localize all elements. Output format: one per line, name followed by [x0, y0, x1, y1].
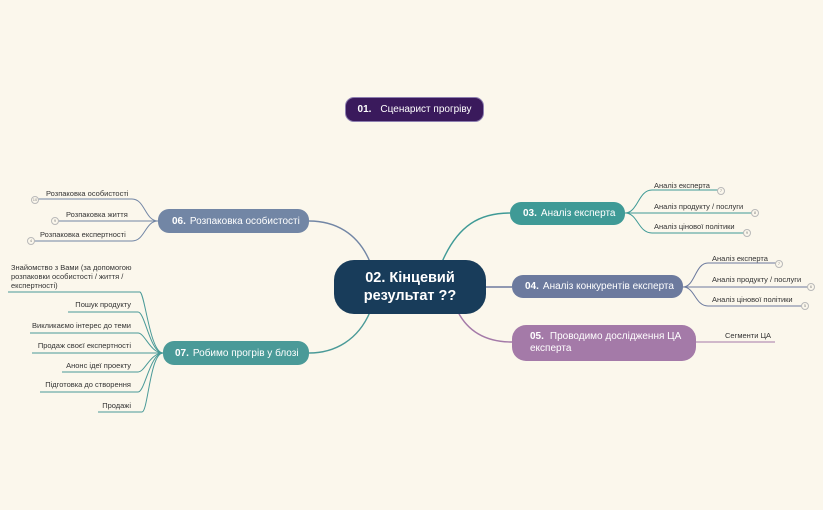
connector-07-g: [98, 352, 164, 413]
leaf-06-expertise-badge: 4: [27, 237, 35, 245]
leaf-05-segments[interactable]: Сегменти ЦА: [725, 331, 772, 340]
node-01-scenario[interactable]: 01. Сценарист прогріву: [345, 97, 484, 122]
connector-06-c: [32, 220, 159, 242]
node-03-label: Аналіз експерта: [540, 208, 616, 219]
leaf-04-expert[interactable]: Аналіз експерта: [712, 254, 768, 263]
leaf-03-product-badge: 8: [751, 209, 759, 217]
leaf-04-pricing-badge: 5: [801, 302, 809, 310]
connector-04-c: [682, 286, 804, 307]
leaf-04-product-badge: 6: [807, 283, 815, 291]
node-05-number: 05.: [530, 331, 544, 342]
leaf-07-intro[interactable]: Знайомство з Вами (за допомогою розпаков…: [11, 263, 132, 290]
leaf-06-personality-badge: 10: [31, 196, 39, 204]
node-07-number: 07.: [175, 347, 189, 359]
leaf-03-product[interactable]: Аналіз продукту / послуги: [654, 202, 744, 211]
connector-center-07: [308, 311, 371, 354]
node-07-blog-warmup[interactable]: 07. Робимо прогрів у блозі: [163, 341, 309, 365]
leaf-03-expert-badge: 7: [717, 187, 725, 195]
connector-center-05: [457, 311, 513, 343]
node-06-personality-unpacking[interactable]: 06. Розпаковка особистості: [158, 209, 309, 233]
central-topic-label: 02. Кінцевий результат ??: [363, 270, 457, 304]
node-04-number: 04.: [525, 281, 539, 292]
node-04-competitor-analysis[interactable]: 04. Аналіз конкурентів експерта: [512, 275, 683, 298]
leaf-07-sales[interactable]: Продажі: [102, 401, 131, 410]
node-04-label: Аналіз конкурентів експерта: [542, 281, 674, 292]
node-05-text: 05.Проводимо дослідження ЦА експерта: [530, 331, 696, 355]
connector-03-a: [624, 189, 722, 214]
connector-06-a: [36, 198, 159, 222]
leaf-03-pricing-badge: 9: [743, 229, 751, 237]
node-03-number: 03.: [523, 208, 537, 219]
connector-03-c: [624, 212, 745, 234]
leaf-07-interest[interactable]: Викликаємо інтерес до теми: [32, 321, 131, 330]
node-03-expert-analysis[interactable]: 03. Аналіз експерта: [510, 202, 625, 225]
leaf-03-pricing[interactable]: Аналіз цінової політики: [654, 222, 735, 231]
leaf-07-announce[interactable]: Анонс ідеї проекту: [66, 361, 131, 370]
central-topic[interactable]: 02. Кінцевий результат ??: [334, 260, 486, 314]
leaf-04-pricing[interactable]: Аналіз цінової політики: [712, 295, 793, 304]
leaf-04-product[interactable]: Аналіз продукту / послуги: [712, 275, 802, 284]
leaf-07-sell-expertise[interactable]: Продаж своєї експертності: [37, 341, 131, 350]
node-01-label: Сценарист прогріву: [380, 104, 472, 115]
node-07-label: Робимо прогрів у блозі: [192, 347, 299, 359]
leaf-06-expertise[interactable]: Розпаковка експертності: [40, 230, 126, 239]
leaf-06-life-badge: 9: [51, 217, 59, 225]
connector-center-03: [441, 212, 511, 263]
connector-07-b: [68, 311, 164, 354]
node-06-label: Розпаковка особистості: [189, 215, 300, 227]
node-06-number: 06.: [172, 215, 186, 227]
leaf-04-expert-badge: 7: [775, 260, 783, 268]
connector-center-06: [308, 220, 371, 263]
leaf-06-life[interactable]: Розпаковка життя: [66, 210, 128, 219]
connector-07-c: [30, 332, 164, 354]
leaf-07-product-search[interactable]: Пошук продукту: [75, 300, 131, 309]
leaf-03-expert[interactable]: Аналіз експерта: [654, 181, 710, 190]
leaf-06-personality[interactable]: Розпаковка особистості: [46, 189, 129, 198]
node-05-audience-research[interactable]: 05.Проводимо дослідження ЦА експерта: [512, 325, 696, 361]
node-01-number: 01.: [357, 104, 372, 115]
leaf-07-preparation[interactable]: Підготовка до створення: [45, 380, 131, 389]
node-05-label: Проводимо дослідження ЦА експерта: [530, 331, 682, 354]
connector-04-a: [682, 262, 778, 288]
